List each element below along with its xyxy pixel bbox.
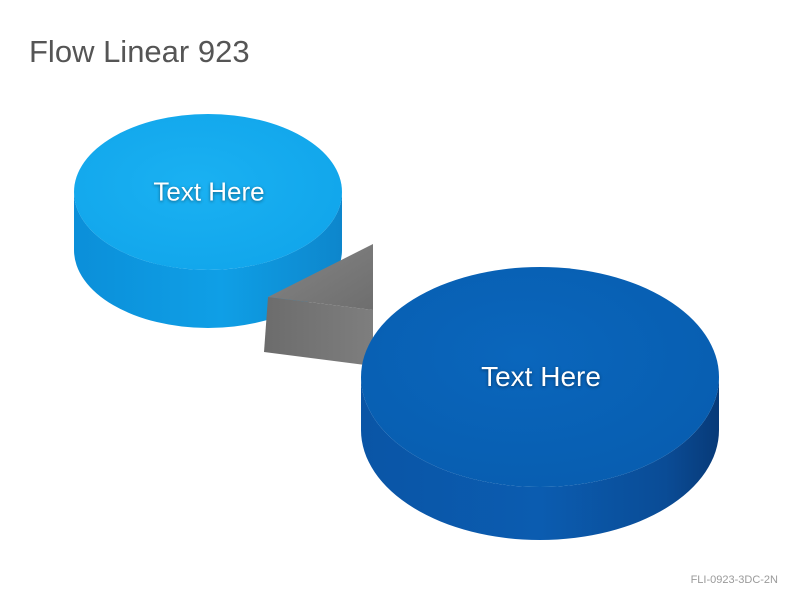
- node-2-top: [361, 267, 719, 487]
- wedge-front-face: [264, 297, 373, 366]
- connector-wedge: [264, 244, 373, 366]
- node-2-side: [361, 377, 719, 540]
- node-1-top: [74, 114, 342, 270]
- node-2-label: Text Here: [481, 361, 601, 392]
- node-1-label: Text Here: [153, 176, 265, 207]
- wedge-top-face: [268, 244, 373, 310]
- slide-title: Flow Linear 923: [29, 34, 250, 69]
- slide-code: FLI-0923-3DC-2N: [690, 574, 778, 586]
- flow-node-2: [361, 267, 719, 540]
